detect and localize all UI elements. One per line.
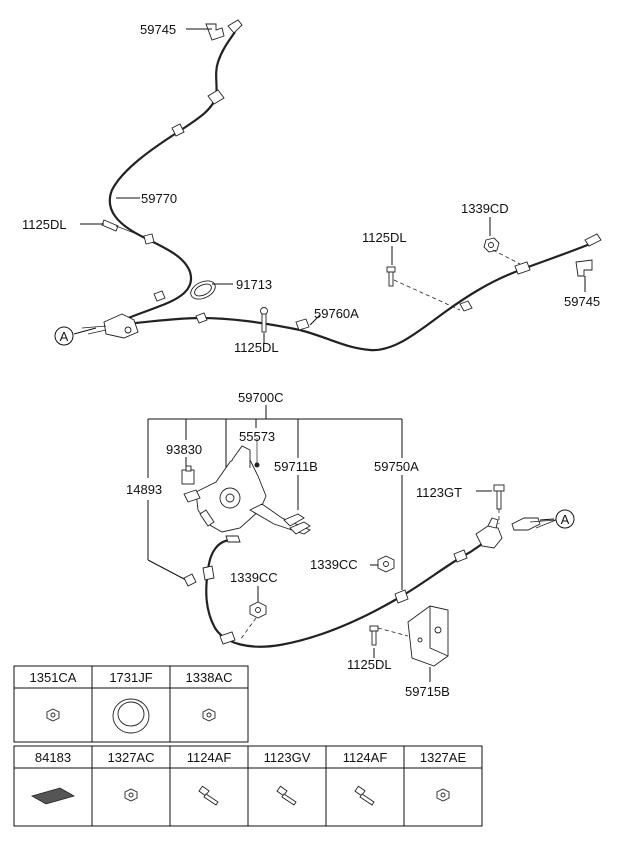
table-cell-1338AC: 1338AC — [186, 670, 233, 685]
nut-1327AE-icon — [436, 788, 450, 802]
plug-1731JF-icon — [112, 698, 150, 734]
rear-cable-59770 — [108, 19, 243, 321]
label-93830: 93830 — [166, 442, 202, 457]
label-1339CC-right: 1339CC — [310, 557, 358, 572]
label-1123GT: 1123GT — [416, 485, 462, 500]
table-cell-1327AE: 1327AE — [420, 750, 467, 765]
table-cell-1124AF-a: 1124AF — [187, 750, 232, 765]
group-bracket-59700C — [147, 405, 403, 590]
table-cell-1351CA: 1351CA — [30, 670, 77, 685]
rear-cable-59760A — [123, 233, 602, 352]
label-59711B: 59711B — [274, 459, 318, 474]
parts-table: 1351CA 1731JF 1338AC 84183 1327AC 1124AF… — [13, 665, 483, 827]
bolt-1124AF-a-icon — [198, 785, 219, 806]
clip-14893 — [183, 573, 197, 587]
bolt-1125DL-b — [260, 307, 268, 333]
label-1339CC-left: 1339CC — [230, 570, 278, 585]
pin-55573 — [254, 438, 260, 468]
label-1125DL-c: 1125DL — [362, 230, 407, 245]
svg-text:A: A — [561, 512, 570, 527]
label-1125DL-a: 1125DL — [22, 217, 67, 232]
bolt-1124AF-b-icon — [354, 785, 375, 806]
circle-a-bottom: A — [555, 509, 575, 529]
nut-1338AC-icon — [202, 708, 216, 722]
label-59715B: 59715B — [405, 684, 450, 699]
label-59770: 59770 — [141, 191, 177, 206]
bolt-1125DL-d — [369, 625, 409, 646]
label-59760A: 59760A — [314, 306, 359, 321]
pad-59711B — [283, 513, 311, 535]
label-55573: 55573 — [239, 429, 275, 444]
label-1125DL-d: 1125DL — [347, 657, 392, 672]
nut-1339CD — [483, 237, 521, 265]
label-91713: 91713 — [236, 277, 272, 292]
equalizer-bracket — [81, 313, 139, 339]
table-cell-1124AF-b: 1124AF — [343, 750, 388, 765]
grommet-91713 — [190, 280, 216, 300]
table-cell-1327AC: 1327AC — [108, 750, 155, 765]
bolt-1125DL-c — [386, 266, 461, 311]
bolt-1123GT — [493, 484, 505, 524]
label-59745-top: 59745 — [140, 22, 176, 37]
table-cell-84183: 84183 — [35, 750, 71, 765]
front-cable-59750A — [202, 529, 499, 648]
table-cell-1731JF: 1731JF — [109, 670, 152, 685]
label-59750A: 59750A — [374, 459, 419, 474]
nut-1351CA-icon — [46, 708, 60, 722]
nut-1327AC-icon — [124, 788, 138, 802]
svg-text:A: A — [60, 329, 69, 344]
nut-1339CC-left — [239, 601, 267, 641]
table-cell-1123GV: 1123GV — [264, 750, 311, 765]
cable-end-bracket — [475, 517, 557, 549]
circle-a-top: A — [54, 326, 74, 346]
clip-59745-right — [575, 259, 593, 277]
bolt-1125DL-a — [101, 219, 143, 237]
bolt-1123GV-icon — [276, 785, 297, 806]
bracket-59715B — [407, 605, 449, 667]
pad-84183-icon — [30, 787, 76, 805]
label-1339CD: 1339CD — [461, 201, 509, 216]
label-59745-right: 59745 — [564, 294, 600, 309]
nut-1339CC-right — [377, 555, 395, 573]
label-1125DL-b: 1125DL — [234, 340, 279, 355]
switch-93830 — [181, 465, 195, 485]
clip-59745-top — [205, 23, 225, 41]
label-14893: 14893 — [126, 482, 162, 497]
label-59700C: 59700C — [238, 390, 284, 405]
